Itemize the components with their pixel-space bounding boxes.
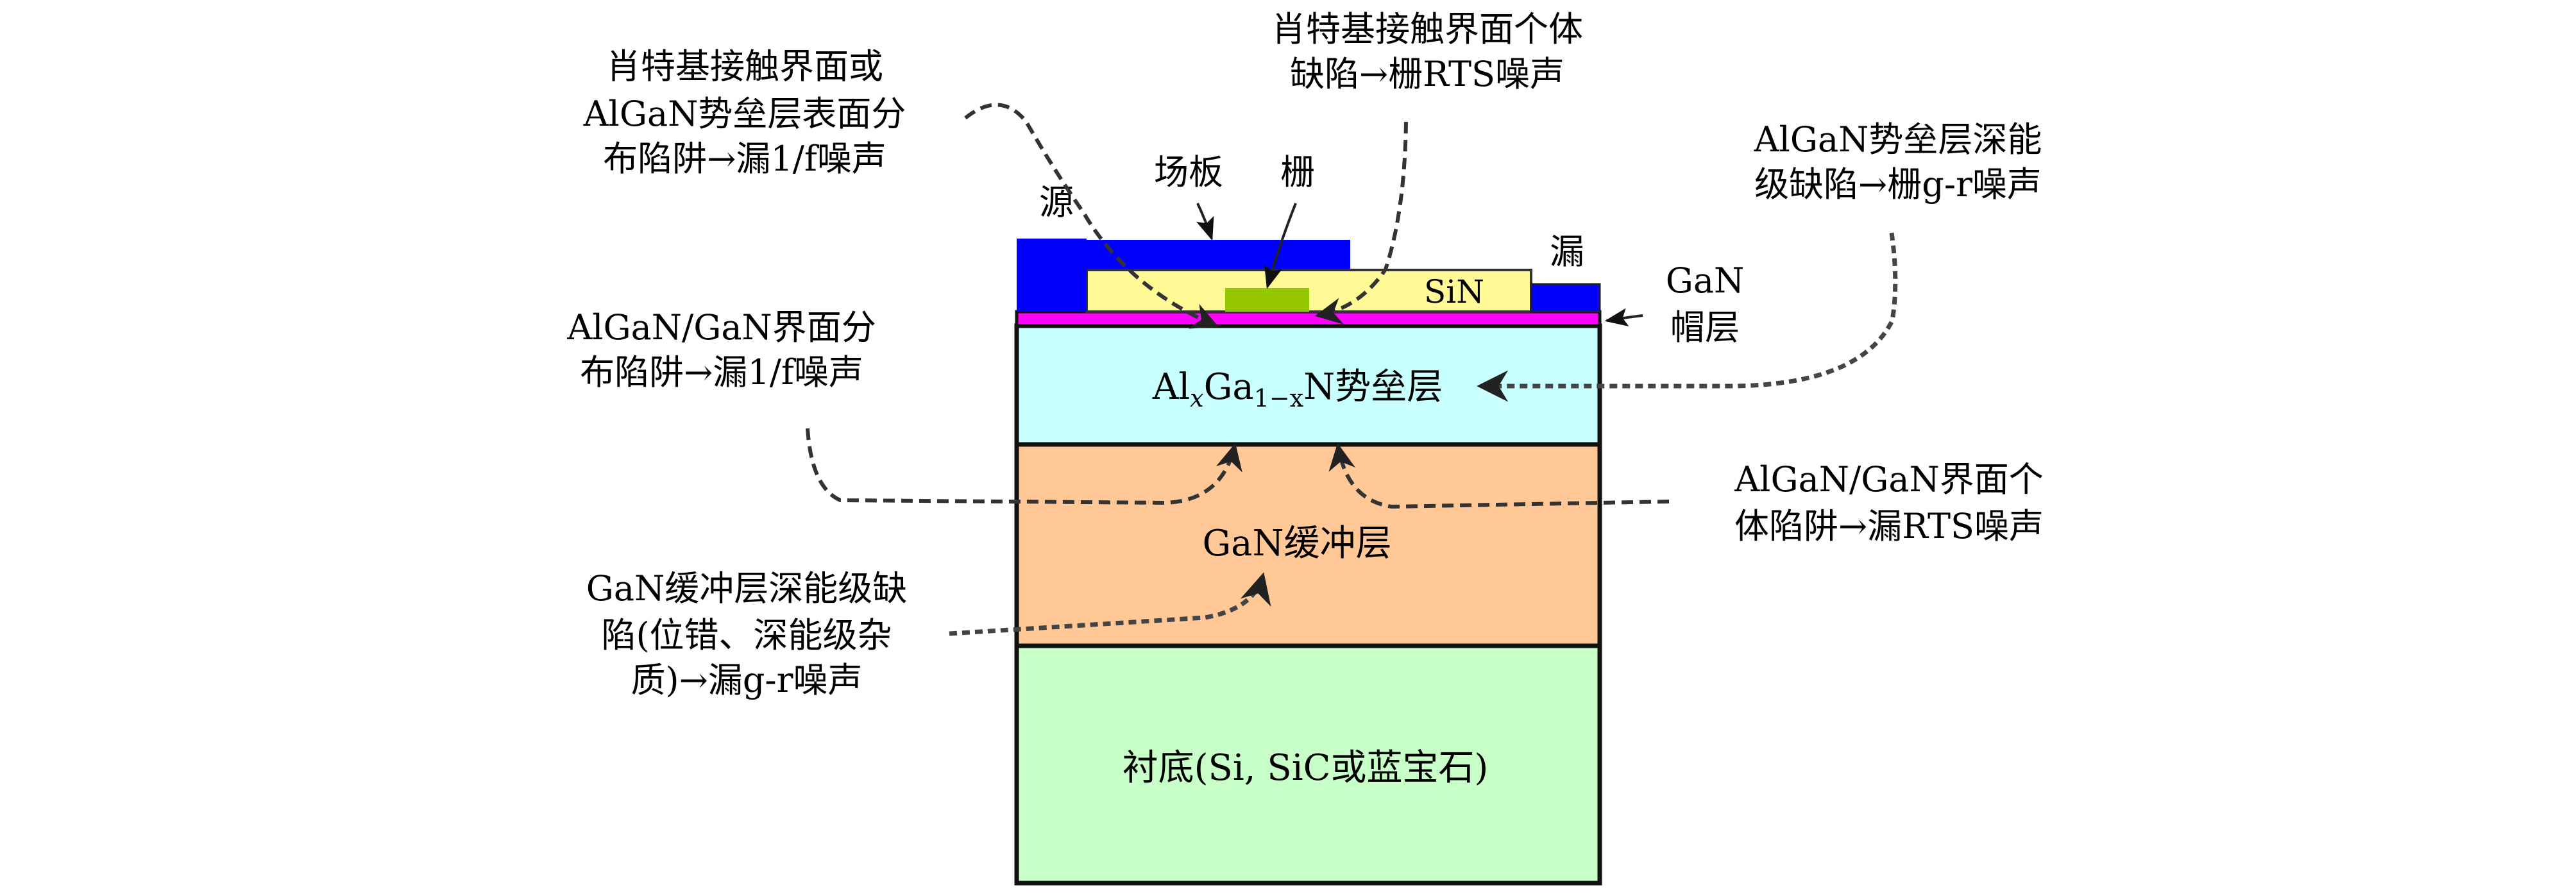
substrate-label: 衬底(Si, SiC或蓝宝石) (1123, 747, 1489, 789)
svg-text:缺陷→栅RTS噪声: 缺陷→栅RTS噪声 (1290, 54, 1564, 94)
algan-deep-level-arrow (1477, 232, 1898, 402)
annotation-schottky-individual-defect: 肖特基接触界面个体 缺陷→栅RTS噪声 (1271, 9, 1583, 94)
svg-text:级缺陷→栅g-r噪声: 级缺陷→栅g-r噪声 (1754, 164, 2042, 205)
interface-individual-arrow (1328, 443, 1670, 509)
annotation-buffer-deep-level: GaN缓冲层深能级缺 陷(位错、深能级杂 质)→漏g-r噪声 (586, 568, 908, 700)
gate-pointer-arrow (1264, 203, 1297, 289)
svg-text:GaN缓冲层深能级缺: GaN缓冲层深能级缺 (586, 568, 908, 609)
field-plate-label: 场板 (1154, 152, 1223, 192)
drain-metal (1530, 283, 1601, 313)
buffer-label: GaN缓冲层 (1202, 523, 1391, 564)
cap-label-line2: 帽层 (1670, 307, 1740, 348)
substrate-layer (1014, 643, 1602, 886)
svg-text:陷(位错、深能级杂: 陷(位错、深能级杂 (601, 615, 892, 655)
annotation-schottky-surface-traps: 肖特基接触界面或 AlGaN势垒层表面分 布陷阱→漏1/f噪声 (583, 46, 906, 179)
svg-text:AlGaN势垒层深能: AlGaN势垒层深能 (1754, 119, 2042, 160)
buffer-layer (1014, 442, 1602, 648)
svg-text:布陷阱→漏1/f噪声: 布陷阱→漏1/f噪声 (580, 352, 863, 392)
interface-distributed-arrow (806, 428, 1242, 505)
svg-text:AlGaN/GaN界面个: AlGaN/GaN界面个 (1734, 459, 2044, 500)
gate-label: 栅 (1280, 152, 1315, 192)
gate-metal (1225, 288, 1309, 312)
annotation-interface-distributed-traps: AlGaN/GaN界面分 布陷阱→漏1/f噪声 (566, 307, 876, 392)
buffer-deep-level-arrow (949, 572, 1271, 636)
barrier-label: AlxGa1−xN势垒层 (1152, 366, 1443, 412)
svg-text:AlGaN/GaN界面分: AlGaN/GaN界面分 (566, 307, 876, 348)
annotation-algan-deep-level: AlGaN势垒层深能 级缺陷→栅g-r噪声 (1754, 119, 2042, 205)
schottky-surface-arrow (964, 103, 1219, 329)
cap-label-line1: GaN (1666, 260, 1745, 301)
svg-text:布陷阱→漏1/f噪声: 布陷阱→漏1/f噪声 (603, 139, 886, 179)
schottky-individual-arrow (1314, 121, 1408, 325)
svg-text:肖特基接触界面或: 肖特基接触界面或 (606, 46, 883, 87)
drain-label: 漏 (1550, 232, 1584, 272)
source-field-plate-metal (1017, 239, 1350, 312)
field-plate-pointer-arrow (1196, 203, 1214, 241)
sin-label: SiN (1424, 273, 1484, 310)
svg-text:质)→漏g-r噪声: 质)→漏g-r噪声 (631, 660, 863, 700)
cap-pointer-arrow (1604, 308, 1643, 326)
svg-text:AlGaN势垒层表面分: AlGaN势垒层表面分 (583, 94, 906, 134)
svg-text:体陷阱→漏RTS噪声: 体陷阱→漏RTS噪声 (1734, 506, 2044, 546)
svg-text:肖特基接触界面个体: 肖特基接触界面个体 (1271, 9, 1583, 49)
annotation-interface-individual-traps: AlGaN/GaN界面个 体陷阱→漏RTS噪声 (1734, 459, 2044, 546)
gan-cap-layer (1015, 310, 1602, 328)
